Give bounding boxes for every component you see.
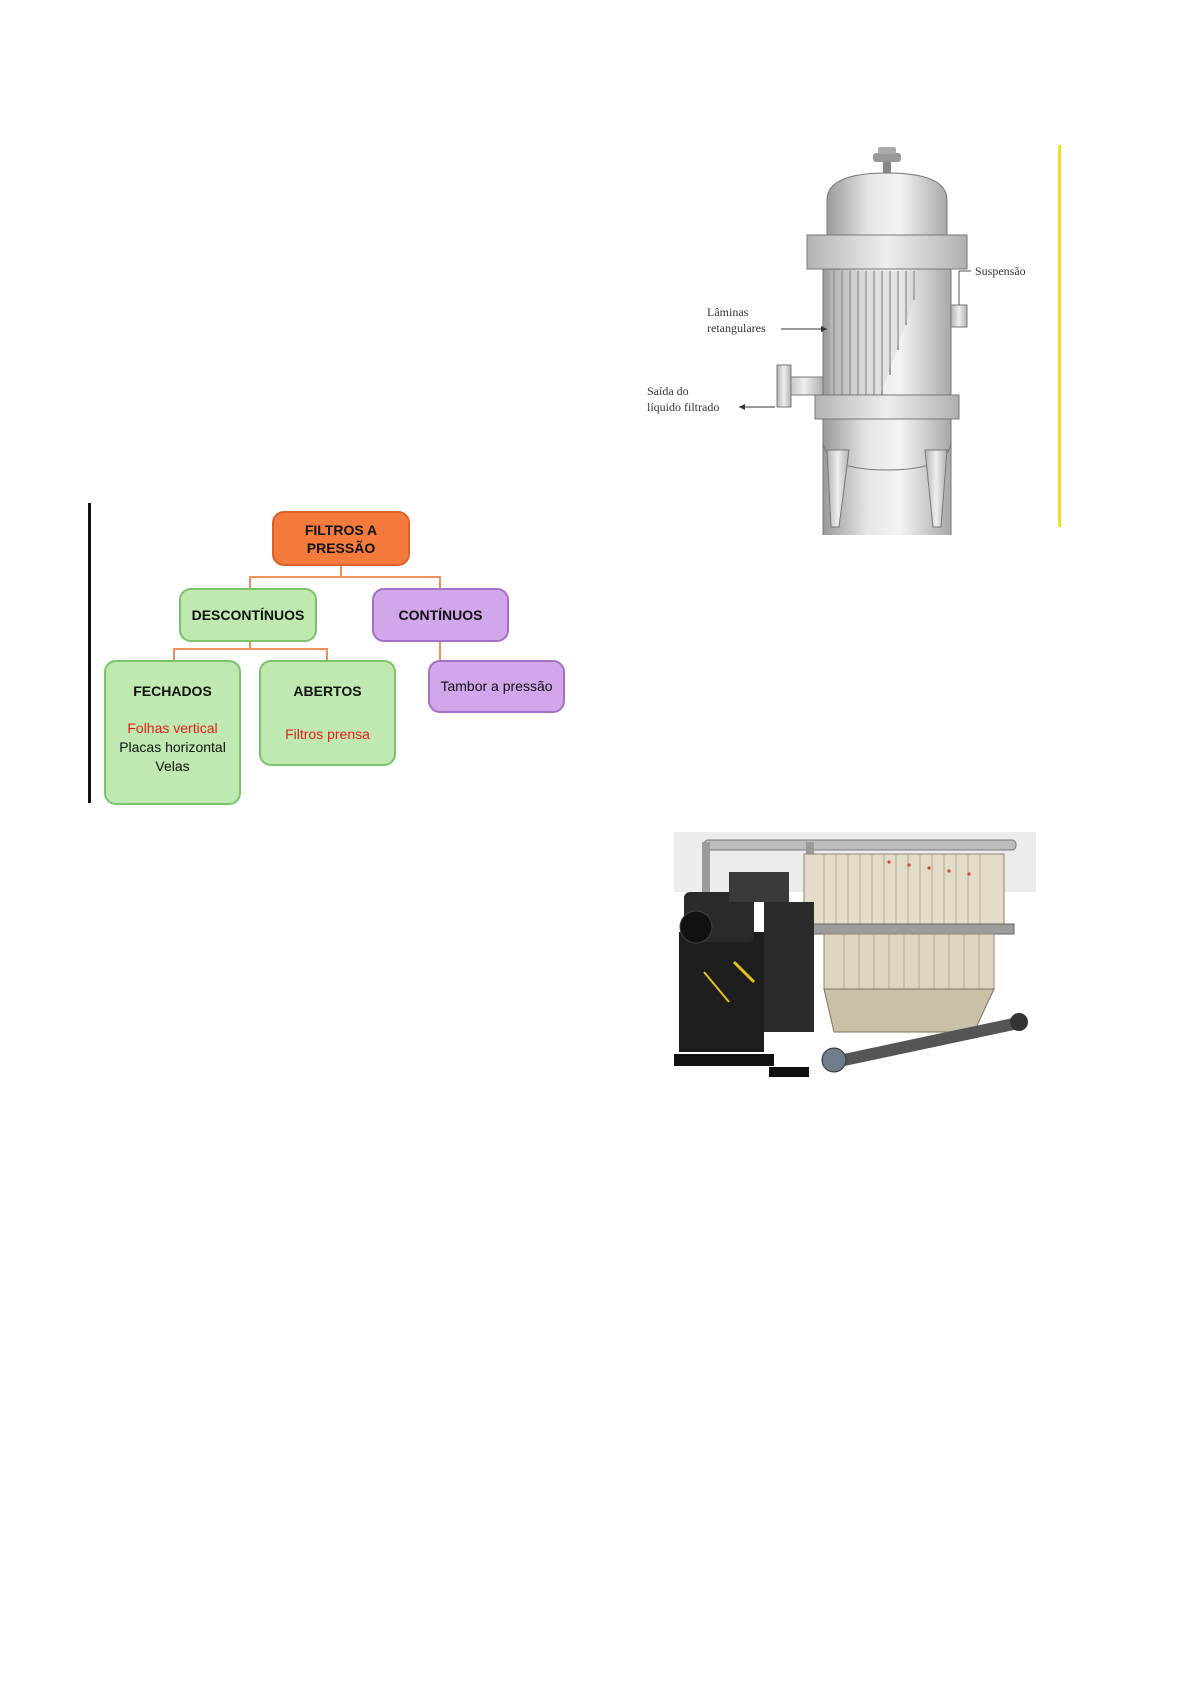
suspension-label: Suspensão [975,264,1026,278]
continuous-label: CONTÍNUOS [399,606,483,625]
hydraulic-cylinder [680,911,712,943]
closed-title: FECHADOS [133,682,212,701]
filter-press-photo [674,832,1036,1088]
connector-to-drum [439,641,441,661]
open-item-filter-press: Filtros prensa [285,725,370,744]
chart-left-border [88,503,91,803]
node-open: ABERTOS Filtros prensa [259,660,396,766]
connector-discontinuous-horizontal [173,648,328,650]
top-flange [807,235,967,269]
yellow-margin-line [1058,145,1061,527]
root-node-pressure-filters: FILTROS A PRESSÃO [272,511,410,566]
outlet-label-line2: líquido filtrado [647,400,719,414]
connector-root-horizontal [249,576,441,578]
closed-item-horizontal-plates: Placas horizontal [119,738,226,757]
closed-item-vertical-leaves: Folhas vertical [127,719,217,738]
top-rail [704,840,1016,850]
open-title: ABERTOS [293,682,361,701]
top-valve-wheel [873,153,901,162]
discontinuous-label: DESCONTÍNUOS [192,606,305,625]
outlet-label-line1: Saída do [647,384,689,398]
plates-label-line2: retangulares [707,321,766,335]
node-pressure-drum: Tambor a pressão [428,660,565,713]
vessel-dome [827,173,947,235]
pressure-filter-vessel-diagram: Suspensão Lâminas retangulares Saída do … [635,145,1065,535]
plates-label-line1: Lâminas [707,305,749,319]
root-line2: PRESSÃO [307,539,375,557]
pressure-drum-label: Tambor a pressão [440,677,552,696]
node-continuous: CONTÍNUOS [372,588,509,642]
filter-plates-lower [824,934,994,989]
root-line1: FILTROS A [305,521,377,539]
node-discontinuous: DESCONTÍNUOS [179,588,317,642]
filter-plates-upper [804,854,1004,924]
closed-item-candles: Velas [155,757,189,776]
suspension-inlet [951,305,967,327]
drip-tray [824,989,994,1032]
bottom-flange [815,395,959,419]
node-closed: FECHADOS Folhas vertical Placas horizont… [104,660,241,805]
